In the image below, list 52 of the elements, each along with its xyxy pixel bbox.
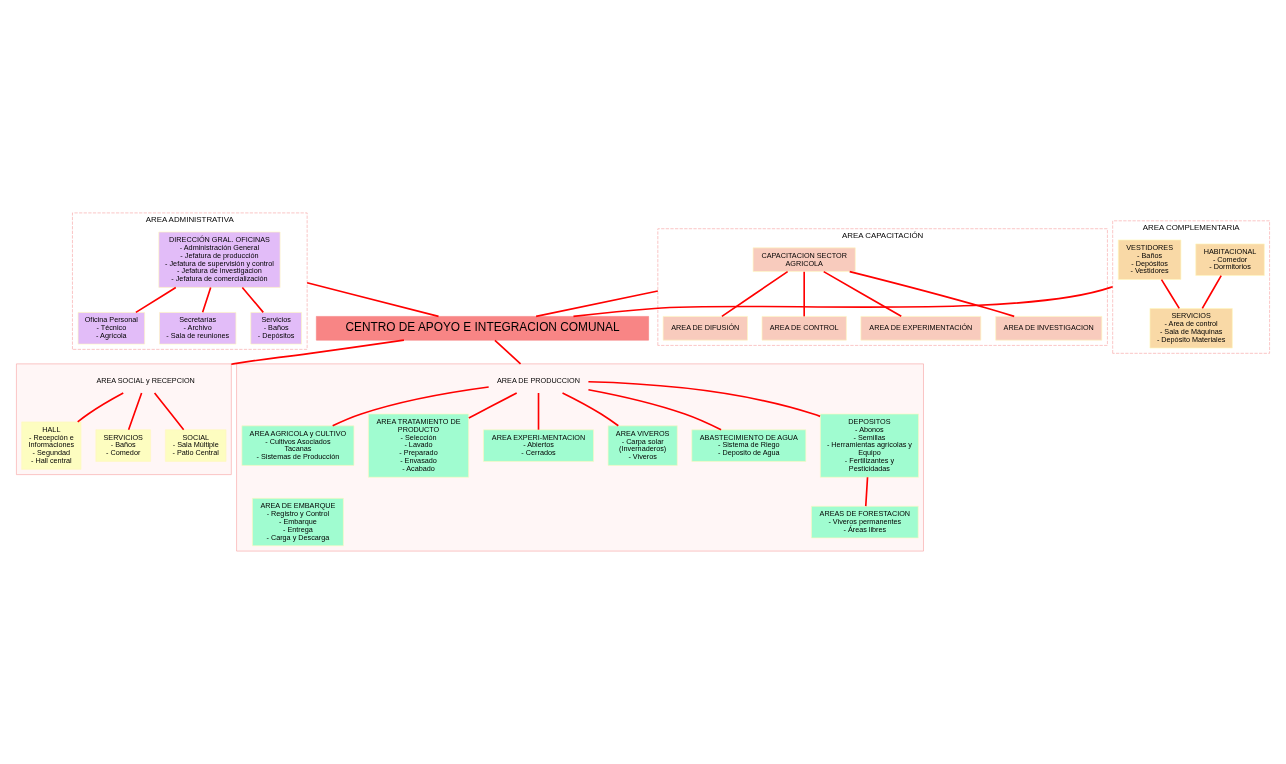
node-box: AREA DE EXPERIMENTACIÓN (860, 316, 982, 341)
node-box: AREA DE EMBARQUE - Registro y Control - Embarque - Entrega - Carga y Descarga (252, 498, 344, 547)
connector (537, 392, 540, 431)
node-box: Servicios - Baños - Depósitos (250, 312, 302, 345)
connector (587, 380, 821, 418)
connector (494, 339, 522, 365)
node-box: HALL - Recepción e Informaciones - Segundad - Hall central (21, 421, 82, 470)
connector (1160, 278, 1181, 310)
connector (468, 392, 518, 419)
node-box: HABITACIONAL - Comedor - Dormitorios (1195, 243, 1265, 276)
node-box: DEPOSITOS - Abonos - Semillas - Herramientas agrícolas y Equipo - Fertilizantes y Pesticidadas (820, 413, 919, 478)
cluster (16, 363, 232, 475)
node-box: AREA EXPERI-MENTACION - Abiertos - Cerrados (483, 429, 594, 462)
node-box: AREAS DE FORESTACION - Viveros permanentes - Áreas libres (811, 505, 919, 539)
connector (587, 388, 722, 431)
connector (561, 392, 620, 427)
connector (306, 281, 440, 318)
node-text: AREA DE PRODUCCION (497, 375, 581, 385)
connector (127, 392, 143, 431)
connector (822, 270, 903, 318)
node-box: Oficina Personal - Técnico - Agrícola (77, 312, 145, 345)
connector (721, 270, 789, 318)
connector (153, 392, 185, 431)
node-box: AREA TRATAMIENTO DE PRODUCTO - Selección - Lavado - Preparado - Envasado - Acabado (368, 413, 469, 478)
node-box: DIRECCIÓN GRAL. OFICINAS - Administración General - Jefatura de producción - Jefatura de supervisión y control - Jefatura de investigacion - Jefatura de comercialización (158, 231, 281, 288)
node-box: CENTRO DE APOYO E INTEGRACION COMUNAL (316, 316, 649, 341)
connector (535, 290, 659, 318)
connector (76, 392, 125, 423)
connector (135, 286, 177, 314)
node-box: AREA VIVEROS - Carpa solar (Invernaderos) - Viveros (607, 425, 678, 466)
node-box: AREA AGRICOLA y CULTIVO - Cultivos Asociados Tacanas - Sistemas de Producción (241, 425, 355, 466)
node-box: AREA DE CONTROL (761, 316, 847, 341)
connector (201, 286, 212, 314)
connector (572, 285, 1114, 318)
node-box: VESTIDORES - Baños - Depósitos - Vestidores (1117, 239, 1182, 280)
node-box: AREA DE DIFUSIÓN (662, 316, 748, 341)
node-text: AREA SOCIAL y RECEPCION (96, 375, 195, 385)
node-box: Secretarías - Archivo - Sala de reuniones (159, 312, 237, 345)
node-box: ABASTECIMIENTO DE AGUA - Sistema de Riego - Deposito de Agua (691, 429, 807, 462)
connector (848, 270, 1016, 318)
node-box: SERVICIOS - Baños - Comedor (95, 429, 151, 462)
node-box: SERVICIOS - Area de control - Sala de Máquinas - Depósito Materiales (1149, 308, 1233, 349)
connector (230, 339, 405, 365)
connector (803, 270, 805, 318)
node-box: AREA DE INVESTIGACION (995, 316, 1103, 341)
node-box: SOCIAL - Sala Múltiple - Patio Central (165, 429, 227, 462)
connector (864, 476, 869, 507)
cluster (236, 363, 924, 552)
connector (241, 286, 265, 314)
connector (1201, 274, 1223, 310)
connector (331, 386, 490, 427)
node-box: CAPACITACION SECTOR AGRICOLA (752, 247, 856, 272)
